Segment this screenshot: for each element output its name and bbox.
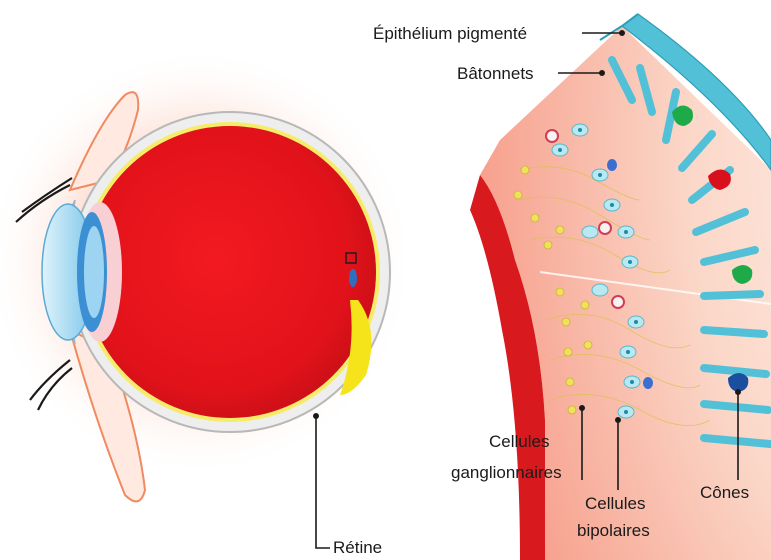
label-cones: Cônes	[700, 482, 749, 503]
lens	[84, 226, 104, 318]
eye-illustration	[0, 47, 415, 501]
label-ganglion-line1: Cellules	[489, 431, 549, 452]
label-ganglion-line2: ganglionnaires	[451, 462, 562, 483]
label-batonnets: Bâtonnets	[457, 63, 534, 84]
dot-epithelium	[620, 31, 624, 35]
label-bipolar-line1: Cellules	[585, 493, 645, 514]
label-epithelium: Épithélium pigmenté	[373, 23, 527, 44]
dot-cones	[736, 390, 740, 394]
vitreous-body	[84, 126, 376, 418]
label-bipolar-line2: bipolaires	[577, 520, 650, 541]
dot-ganglion	[580, 406, 584, 410]
fovea	[349, 269, 357, 287]
dot-batonnets	[600, 71, 604, 75]
dot-bipolar	[616, 418, 620, 422]
label-retine: Rétine	[333, 537, 382, 558]
